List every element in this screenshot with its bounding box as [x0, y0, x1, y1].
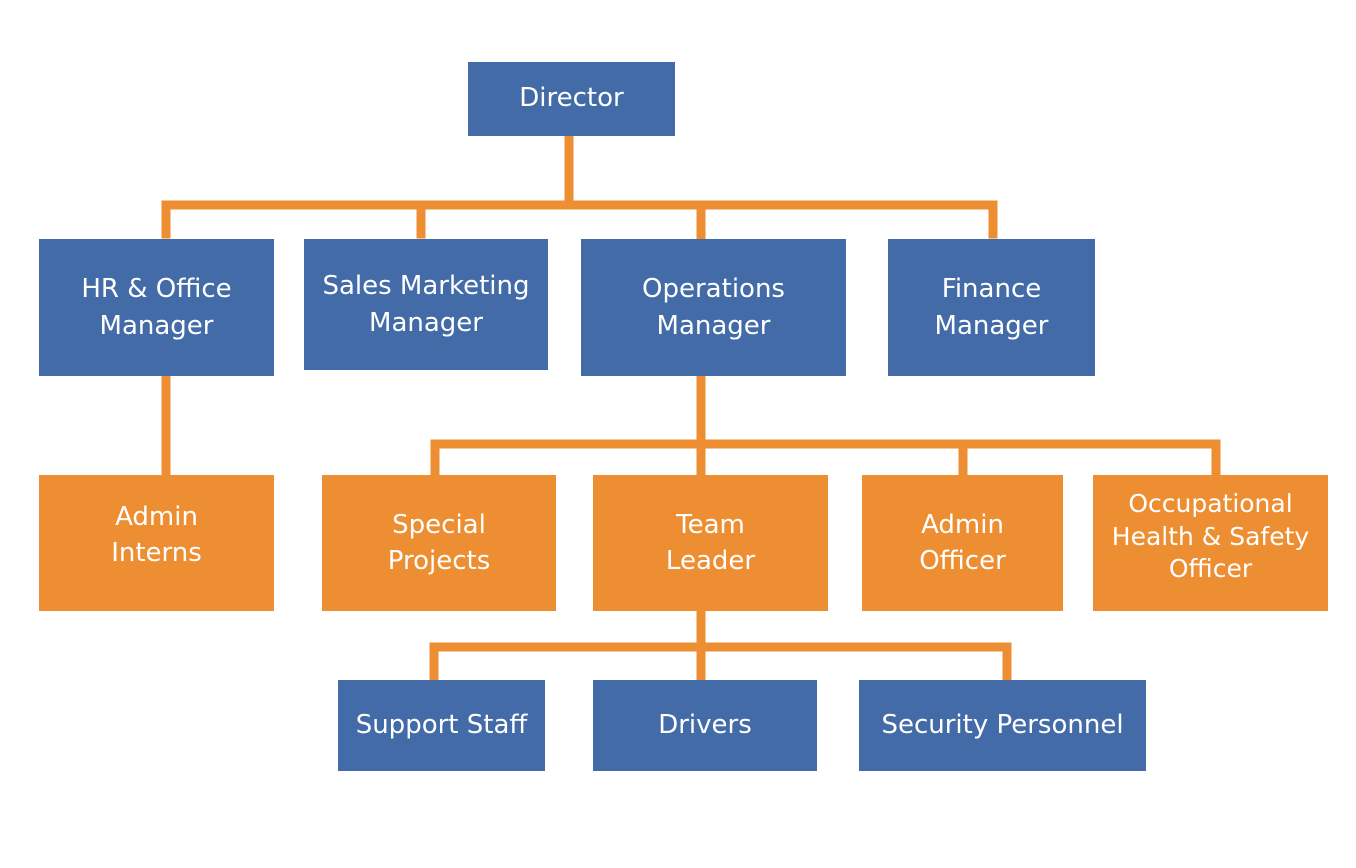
node-admin-interns-line-2: Interns [111, 538, 202, 568]
node-operations-manager-line-2: Manager [656, 310, 771, 341]
node-finance-manager: Finance Manager [888, 239, 1095, 376]
node-admin-officer-line-2: Officer [919, 546, 1006, 576]
node-operations-manager-line-1: Operations [642, 274, 785, 305]
node-security-personnel-line-1: Security Personnel [881, 709, 1124, 740]
node-admin-interns: Admin Interns [39, 475, 274, 611]
node-special-projects-line-2: Projects [387, 546, 491, 576]
node-security-personnel: Security Personnel [859, 680, 1146, 771]
node-team-leader-line-1: Team [676, 509, 745, 540]
node-special-projects-line-1: Special [392, 509, 486, 540]
node-sales-marketing-manager-line-2: Manager [369, 307, 483, 338]
node-admin-officer-line-1: Admin [921, 509, 1004, 540]
node-director: Director [468, 62, 675, 136]
node-ohs-officer-line-1: Occupational [1128, 489, 1293, 519]
node-sales-marketing-manager: Sales Marketing Manager [304, 239, 548, 370]
node-ohs-officer-line-3: Officer [1168, 554, 1253, 584]
node-sales-marketing-manager-line-1: Sales Marketing [322, 271, 530, 302]
node-drivers: Drivers [593, 680, 817, 771]
node-special-projects: Special Projects [322, 475, 556, 611]
node-director-line-1: Director [519, 83, 624, 114]
node-support-staff-line-1: Support Staff [355, 709, 528, 740]
node-support-staff: Support Staff [338, 680, 545, 771]
node-team-leader: Team Leader [593, 475, 828, 611]
node-ohs-officer: Occupational Health & Safety Officer [1093, 475, 1328, 611]
node-hr-office-manager-line-1: HR & Office [81, 274, 232, 305]
node-admin-interns-line-1: Admin [115, 501, 198, 532]
node-finance-manager-line-2: Manager [934, 310, 1049, 341]
node-hr-office-manager: HR & Office Manager [39, 239, 274, 376]
node-ohs-officer-line-2: Health & Safety [1111, 521, 1310, 551]
node-team-leader-line-2: Leader [665, 546, 756, 576]
node-drivers-line-1: Drivers [658, 709, 752, 740]
node-operations-manager: Operations Manager [581, 239, 846, 376]
node-admin-officer: Admin Officer [862, 475, 1063, 611]
node-finance-manager-line-1: Finance [941, 274, 1042, 305]
node-hr-office-manager-line-2: Manager [99, 310, 214, 341]
